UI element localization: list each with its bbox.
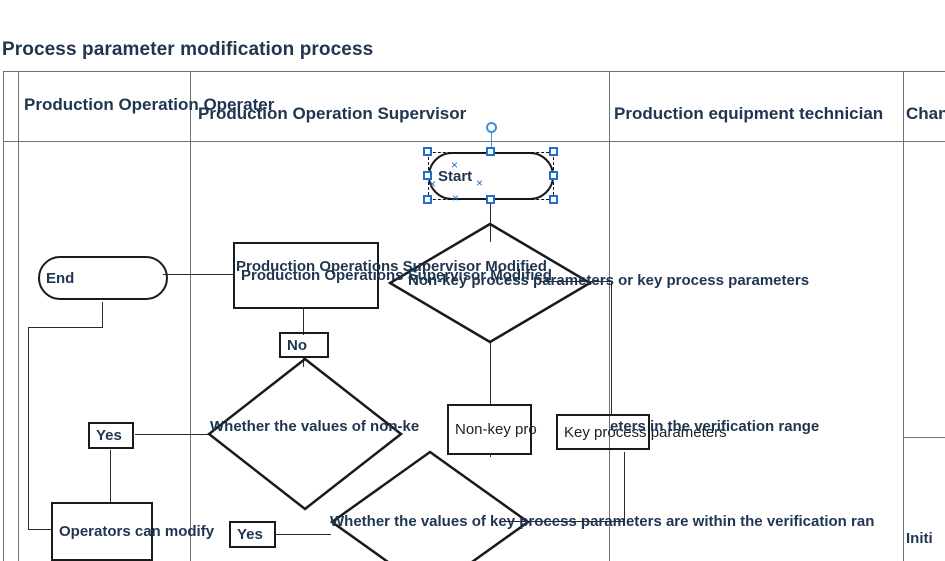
node-yes-2-label: Yes: [237, 526, 263, 543]
resize-handle-top-left[interactable]: [423, 147, 432, 156]
connector-operators-up: [28, 327, 29, 529]
grid-line-vertical: [3, 71, 4, 561]
node-end-label: End: [46, 269, 75, 287]
grid-line-vertical: [609, 71, 610, 561]
lane-header-production-operation-operater: Production Operation Operater: [24, 95, 275, 114]
node-end[interactable]: End: [38, 256, 168, 300]
page-title: Process parameter modification process: [2, 39, 374, 60]
resize-handle-middle-right[interactable]: [549, 171, 558, 180]
grid-line-horizontal: [903, 437, 945, 438]
connector-supervisor-to-no: [303, 309, 304, 335]
connector-no-to-decision: [303, 357, 304, 367]
resize-handle-bottom-left[interactable]: [423, 195, 432, 204]
node-non-key-process-label: Non-key pro: [455, 421, 537, 438]
node-supervisor-modified[interactable]: Production Operations Supervisor Modifie…: [233, 242, 552, 309]
resize-handle-bottom-right[interactable]: [549, 195, 558, 204]
connector-yes-to-operators: [110, 450, 111, 503]
resize-handle-top-center[interactable]: [486, 147, 495, 156]
node-yes-1-label: Yes: [96, 427, 122, 444]
selection-outline: [428, 152, 554, 200]
connection-point-top-icon[interactable]: [449, 160, 460, 171]
connector-start-to-decision: [490, 200, 491, 242]
resize-handle-bottom-center[interactable]: [486, 195, 495, 204]
resize-handle-top-right[interactable]: [549, 147, 558, 156]
connector-decision-to-nonkey: [490, 343, 491, 405]
connector-yes2-to-keyrange: [276, 534, 331, 535]
grid-line-horizontal: [3, 71, 945, 72]
connector-supervisor-to-end: [163, 274, 235, 275]
node-yes-1[interactable]: Yes: [88, 422, 134, 449]
label-decision-parameter-type: Non-key process parameters or key proces…: [408, 272, 810, 289]
node-yes-2[interactable]: Yes: [229, 521, 276, 548]
lane-header-production-operation-supervisor: Production Operation Supervisor: [198, 104, 467, 123]
label-decision-key-range: Whether the values of key process parame…: [330, 513, 875, 530]
label-decision-non-key-range: Whether the values of non-ke: [210, 418, 420, 435]
grid-line-horizontal: [3, 141, 945, 142]
node-no-1[interactable]: No: [279, 332, 329, 358]
connector-into-end: [102, 302, 103, 327]
node-supervisor-modified-label: Production Operations Supervisor Modifie…: [241, 267, 552, 284]
grid-line-vertical: [903, 71, 904, 561]
label-supervisor-modified-overflow: Production Operations Supervisor Modifie…: [236, 258, 547, 275]
connection-point-bottom-icon[interactable]: [450, 193, 461, 204]
node-operators-can-modify[interactable]: Operators can modify: [51, 502, 214, 561]
node-non-key-process[interactable]: Non-key pro: [447, 404, 537, 455]
label-decision-non-key-range-overflow: eters in the verification range: [610, 418, 820, 435]
node-key-process-parameters[interactable]: Key process parameters: [556, 414, 727, 450]
rotation-handle-stem: [491, 133, 492, 152]
decision-key-verification-range[interactable]: [330, 450, 530, 561]
connector-keyrange-up: [624, 452, 625, 521]
node-operators-can-modify-label: Operators can modify: [59, 523, 215, 540]
node-key-process-parameters-label: Key process parameters: [564, 423, 727, 441]
connector-decision-to-yes: [135, 434, 210, 435]
lane-header-chan: Chan: [906, 104, 945, 123]
connector-keyrange-right: [505, 521, 625, 522]
grid-line-vertical: [190, 71, 191, 561]
grid-line-vertical: [18, 71, 19, 561]
connector-nonkey-down: [490, 455, 491, 457]
connection-point-right-icon[interactable]: [474, 178, 485, 189]
node-start-label: Start: [438, 167, 473, 185]
connector-operators-left-stub: [28, 529, 53, 530]
rotation-handle[interactable]: [486, 122, 497, 133]
connection-point-left-icon[interactable]: [427, 179, 438, 190]
connector-decision-to-key: [611, 281, 612, 415]
node-no-1-label: No: [287, 336, 307, 354]
lane-header-production-equipment-technician: Production equipment technician: [614, 104, 884, 123]
connector-up-to-end-stub: [28, 327, 103, 328]
label-initi-overflow: Initi: [906, 530, 933, 547]
